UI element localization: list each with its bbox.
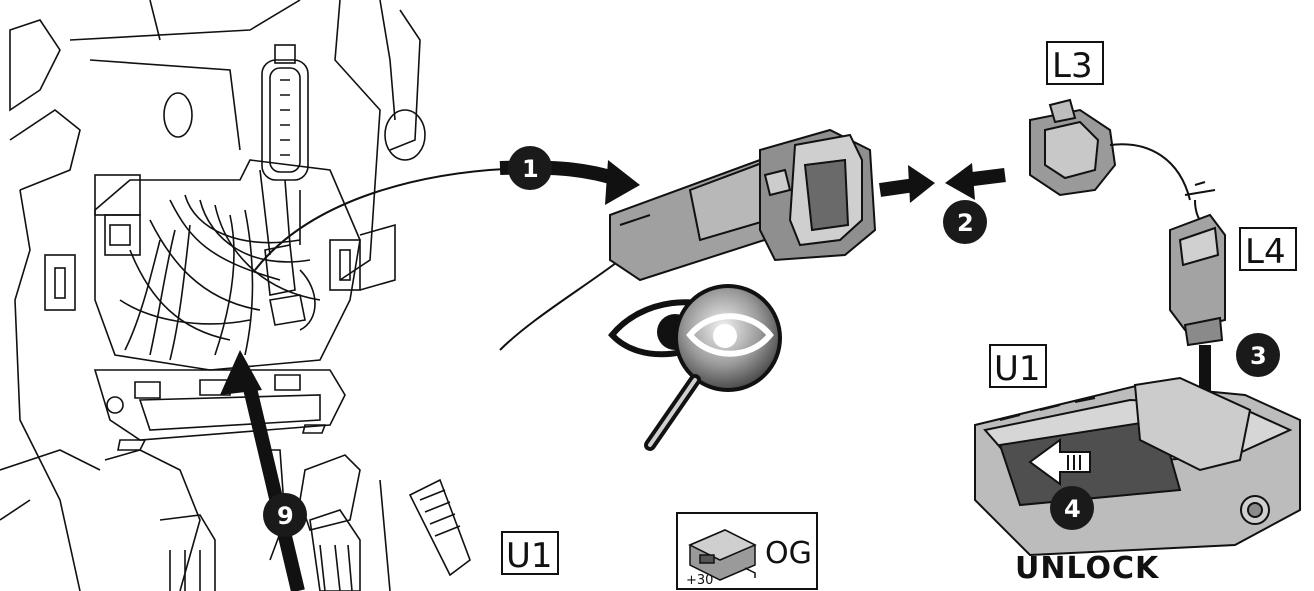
svg-text:U1: U1 xyxy=(506,536,553,576)
svg-text:U1: U1 xyxy=(994,349,1041,389)
svg-text:L4: L4 xyxy=(1245,232,1286,272)
step-badge-3: 3 xyxy=(1236,333,1280,377)
svg-text:3: 3 xyxy=(1250,342,1267,370)
og-legend: +30 OG xyxy=(677,513,817,589)
label-l4: L4 xyxy=(1240,228,1296,272)
svg-text:2: 2 xyxy=(957,209,974,237)
svg-text:+30: +30 xyxy=(686,573,713,588)
l4-connector xyxy=(1170,215,1225,345)
step-badge-9: 9 xyxy=(263,493,307,537)
unlock-label: UNLOCK xyxy=(1015,551,1160,586)
svg-text:1: 1 xyxy=(522,155,539,183)
label-u1-right: U1 xyxy=(990,345,1046,389)
svg-text:L3: L3 xyxy=(1052,46,1093,86)
svg-text:OG: OG xyxy=(765,536,812,571)
svg-text:4: 4 xyxy=(1064,495,1081,523)
u1-module xyxy=(975,378,1300,555)
label-u1-bottom: U1 xyxy=(502,532,558,576)
step-badge-2: 2 xyxy=(943,200,987,244)
arrow-2 xyxy=(880,163,1005,203)
dashboard-drawing xyxy=(0,0,470,591)
arrow-9 xyxy=(220,350,298,591)
arrow-1 xyxy=(255,160,640,270)
svg-text:9: 9 xyxy=(277,502,294,530)
inspect-magnifier-icon xyxy=(612,286,780,445)
label-l3: L3 xyxy=(1047,42,1103,86)
step-badge-4: 4 xyxy=(1050,486,1094,530)
step-badge-1: 1 xyxy=(508,146,552,190)
l3-connector xyxy=(1030,100,1215,230)
